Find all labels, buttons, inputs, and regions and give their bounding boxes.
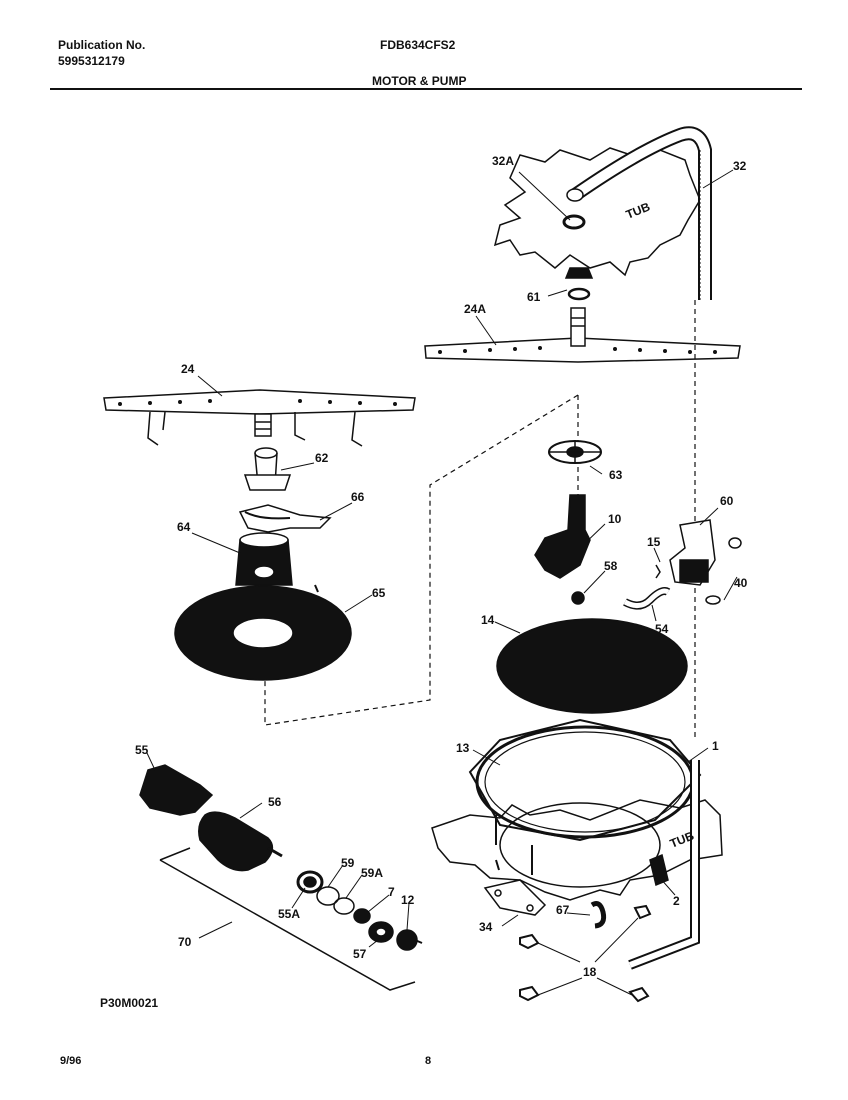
callout-67: 67: [556, 903, 570, 917]
lower-spray-arm-24: [103, 389, 416, 415]
callout-65: 65: [372, 586, 386, 600]
callout-32: 32: [733, 159, 747, 173]
part-12: [396, 929, 418, 951]
callout-14: 14: [481, 613, 495, 627]
seal-ring-13: [475, 725, 695, 839]
tube-end: [566, 188, 584, 202]
grommet-32A: [562, 214, 586, 230]
callout-15: 15: [647, 535, 661, 549]
part-10-assembly: [534, 494, 591, 579]
tub-upper-section: [493, 147, 701, 277]
callout-34: 34: [479, 920, 493, 934]
publication-number: 5995312179: [58, 54, 125, 68]
ring-59A: [333, 897, 355, 915]
bearing-61: [564, 267, 594, 279]
part-40: [705, 595, 721, 605]
callout-1: 1: [712, 739, 719, 753]
callout-12: 12: [401, 893, 415, 907]
footer-page-number: 8: [425, 1055, 432, 1067]
callout-61: 61: [527, 290, 541, 304]
nut-18: [633, 904, 652, 920]
callout-2: 2: [673, 894, 680, 908]
callout-56: 56: [268, 795, 282, 809]
callout-59A: 59A: [361, 866, 383, 880]
part-67: [590, 901, 607, 929]
tub-lower-section: [431, 799, 723, 901]
publication-label: Publication No.: [58, 38, 146, 52]
callout-58: 58: [604, 559, 618, 573]
motor-56: [198, 811, 274, 872]
callout-24A: 24A: [464, 302, 486, 316]
part-58: [571, 591, 585, 605]
callout-59: 59: [341, 856, 355, 870]
callout-55A: 55A: [278, 907, 300, 921]
gasket-14: [496, 618, 688, 714]
callout-66: 66: [351, 490, 365, 504]
spray-arm-hub: [570, 307, 586, 347]
callout-54: 54: [655, 622, 669, 636]
drawing-code: P30M0021: [100, 996, 159, 1010]
nut-18: [519, 933, 540, 950]
motor-pump-bracket-70: [159, 847, 416, 991]
callout-13: 13: [456, 741, 470, 755]
callout-60: 60: [720, 494, 734, 508]
callout-57: 57: [353, 947, 367, 961]
callout-32A: 32A: [492, 154, 514, 168]
nut-18: [628, 986, 650, 1003]
callout-62: 62: [315, 451, 329, 465]
callout-10: 10: [608, 512, 622, 526]
section-title: MOTOR & PUMP: [372, 74, 467, 88]
callout-63: 63: [609, 468, 623, 482]
callout-70: 70: [178, 935, 192, 949]
bracket-34: [483, 879, 547, 916]
part-7: [353, 908, 371, 924]
model-number: FDB634CFS2: [380, 38, 456, 52]
callout-55: 55: [135, 743, 149, 757]
callout-40: 40: [734, 576, 748, 590]
sump-1: [468, 718, 702, 842]
callout-7: 7: [388, 885, 395, 899]
footer-date: 9/96: [60, 1055, 82, 1067]
callout-64: 64: [177, 520, 191, 534]
callout-24: 24: [181, 362, 195, 376]
callout-18: 18: [583, 965, 597, 979]
clamp-2: [649, 853, 669, 887]
motor-part-55: [139, 764, 214, 816]
part-40-top: [728, 537, 742, 549]
header-rule: [50, 88, 802, 90]
nut-18: [519, 985, 540, 1002]
